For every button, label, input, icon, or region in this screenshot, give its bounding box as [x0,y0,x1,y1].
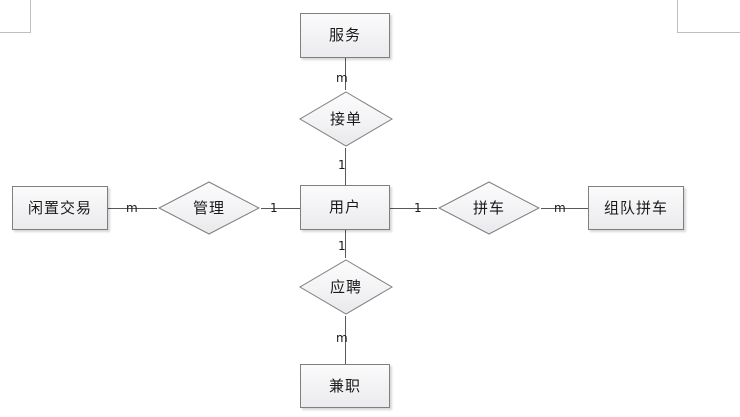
entity-idle-trade-label: 闲置交易 [27,198,92,217]
diamond-shape-carpool [437,181,541,235]
cardinality-manage-user: 1 [270,201,278,215]
relationship-accept-order-label: 接单 [329,109,362,128]
relationship-manage[interactable]: 管理 [157,180,261,236]
diamond-shape-accept-order [299,91,393,147]
entity-team-carpool[interactable]: 组队拼车 [588,186,684,230]
cardinality-user-carpool: 1 [414,201,422,215]
relationship-carpool[interactable]: 拼车 [437,180,541,236]
connector-service-accept [345,58,346,90]
diamond-shape-apply-job [299,259,393,315]
connector-accept-user [345,148,346,185]
cardinality-service-accept: m [336,71,348,85]
page-crop-mark-top-left [0,0,31,33]
diamond-shape-manage [157,181,261,235]
connector-manage-user [261,208,300,209]
entity-user[interactable]: 用户 [300,185,390,230]
cardinality-user-apply: 1 [338,239,346,253]
connector-user-apply [345,230,346,258]
entity-idle-trade[interactable]: 闲置交易 [12,186,108,230]
entity-user-label: 用户 [328,198,361,216]
entity-part-time-job[interactable]: 兼职 [300,364,390,408]
entity-part-time-job-label: 兼职 [328,376,361,395]
relationship-apply-job[interactable]: 应聘 [298,258,394,316]
connector-apply-parttime [345,316,346,364]
connector-trade-manage [108,208,157,209]
page-crop-mark-top-right [677,0,740,33]
cardinality-apply-parttime: m [336,331,348,345]
cardinality-accept-user: 1 [338,158,346,172]
relationship-manage-label: 管理 [192,198,225,217]
relationship-carpool-label: 拼车 [472,198,505,217]
entity-team-carpool-label: 组队拼车 [603,198,668,217]
cardinality-trade-manage: m [126,201,138,215]
entity-service[interactable]: 服务 [300,13,390,58]
relationship-accept-order[interactable]: 接单 [298,90,394,148]
relationship-apply-job-label: 应聘 [329,277,362,296]
connector-user-share [390,208,437,209]
connector-share-carpool [541,208,588,209]
entity-service-label: 服务 [328,26,361,44]
cardinality-carpool-team: m [554,201,566,215]
